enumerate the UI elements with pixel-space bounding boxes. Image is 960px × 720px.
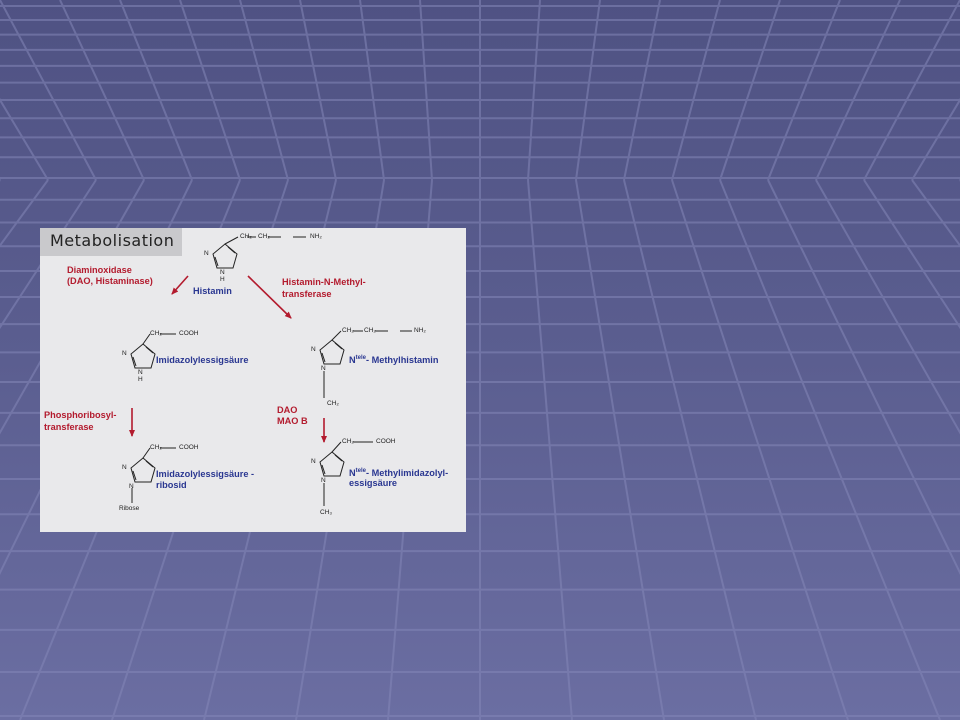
compound-ribosid-line2: ribosid <box>156 480 187 490</box>
methylimidazolyl-ring <box>319 451 345 477</box>
imidazolylessigsaeure-ring <box>130 343 156 369</box>
figure-title-box: Metabolisation <box>40 228 182 256</box>
mh-n1: N <box>321 365 326 372</box>
figure-title: Metabolisation <box>50 231 175 250</box>
enzyme-prt-line2: transferase <box>44 422 94 432</box>
mh-ch2-a: CH₂ <box>342 327 354 334</box>
mh-nh2: NH₂ <box>414 327 426 334</box>
mi-n: N <box>311 458 316 465</box>
mh-ch2-b: CH₂ <box>364 327 376 334</box>
ias-n: N <box>122 350 127 357</box>
compound-methylimidazolyl-line1: Ntele- Methylimidazolyl- <box>349 468 449 478</box>
histamin-nh: N <box>220 269 225 276</box>
ribosid-n1: N <box>129 483 134 490</box>
enzyme-hnmt-line1: Histamin-N-Methyl- <box>282 277 366 287</box>
histamin-h: H <box>220 276 225 283</box>
mi-ch2: CH₂ <box>342 438 354 445</box>
metabolism-figure: Metabolisation <box>40 228 466 532</box>
compound-methylimidazolyl-line2: essigsäure <box>349 478 398 488</box>
ribosid-ring <box>130 457 156 483</box>
mi-cooh: COOH <box>376 438 396 445</box>
mi-ch3: CH₃ <box>320 509 333 516</box>
enzyme-hnmt-line2: transferase <box>282 289 332 299</box>
histamin-n: N <box>204 250 209 257</box>
ias-nh: N <box>138 369 143 376</box>
arrow-dao <box>171 275 189 295</box>
ribosid-cooh: COOH <box>179 444 199 451</box>
mh-ch3: CH₂ <box>327 400 339 407</box>
enzyme-dao-maob-line1: DAO <box>277 405 298 415</box>
enzyme-dao-line2: (DAO, Histaminase) <box>67 276 153 286</box>
mh-n: N <box>311 346 316 353</box>
compound-methylhistamin: Ntele- Methylhistamin <box>349 355 439 365</box>
compound-imidazolylessigsaeure: Imidazolylessigsäure <box>156 355 249 365</box>
ias-h: H <box>138 376 143 383</box>
enzyme-dao-maob-line2: MAO B <box>277 416 308 426</box>
compound-histamin: Histamin <box>193 286 232 296</box>
reaction-diagram <box>129 236 412 506</box>
mi-n1: N <box>321 477 326 484</box>
histamin-ch2-a: CH₂ <box>240 233 252 240</box>
enzyme-dao-line1: Diaminoxidase <box>67 265 132 275</box>
histamin-nh2: NH₂ <box>310 233 322 240</box>
ias-cooh: COOH <box>179 330 199 337</box>
methylhistamin-ring <box>319 339 345 365</box>
ribosid-n: N <box>122 464 127 471</box>
ribosid-ch2: CH₂ <box>150 444 162 451</box>
ias-ch2: CH₂ <box>150 330 162 337</box>
ribosid-ribose: Ribose <box>119 505 140 512</box>
compound-ribosid-line1: Imidazolylessigsäure - <box>156 469 255 479</box>
arrow-hnmt <box>247 275 292 319</box>
enzyme-prt-line1: Phosphoribosyl- <box>44 410 117 420</box>
histamin-ring <box>212 243 238 269</box>
histamin-ch2-b: CH₂ <box>258 233 270 240</box>
